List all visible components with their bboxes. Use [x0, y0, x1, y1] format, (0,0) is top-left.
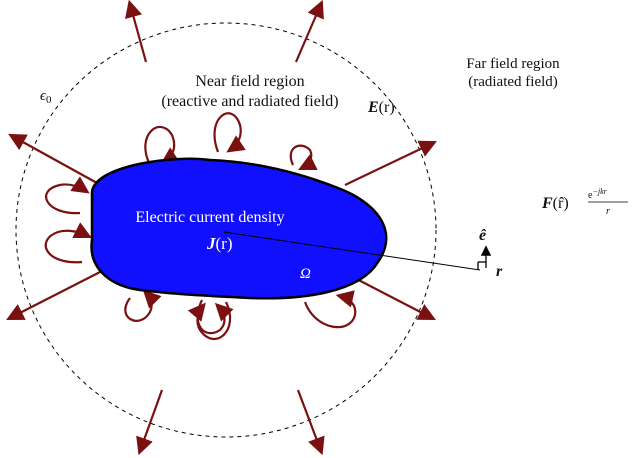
reactive-loop [187, 301, 232, 341]
reactive-loop [124, 289, 162, 322]
e-field-label: E(r) [367, 99, 395, 116]
omega-label: Ω [300, 266, 311, 282]
current-density-label: Electric current density [135, 209, 284, 226]
j-field-label: J(r) [206, 234, 232, 253]
radiating-arrow [125, 0, 148, 63]
local-frame [477, 245, 492, 270]
radiating-arrow [294, 0, 324, 63]
current-body [90, 157, 388, 300]
reactive-loop [45, 176, 90, 215]
near-field-label-line1: Near field region [195, 73, 304, 90]
radiating-arrow [6, 270, 103, 321]
epsilon-label: ϵ0 [40, 88, 52, 106]
far-field-formula: F(r̂) e−jkr r [541, 187, 628, 217]
svg-text:e−jkr: e−jkr [588, 187, 608, 201]
radiating-arrow [136, 389, 164, 456]
reactive-loop [289, 144, 318, 170]
radiating-arrow [344, 140, 437, 186]
svg-text:F(r̂): F(r̂) [541, 195, 569, 212]
radiating-arrow [8, 133, 98, 184]
reactive-loop [144, 125, 180, 166]
radiating-arrow [296, 389, 325, 456]
near-field-boundary [15, 22, 437, 438]
far-field-label-line1: Far field region [466, 56, 560, 72]
e-hat-label: ê [479, 227, 487, 244]
reactive-loop [303, 290, 357, 329]
reactive-loop [44, 222, 92, 264]
r-vector-line [223, 231, 481, 271]
reactive-loop [213, 112, 246, 153]
r-vector-label: r [496, 263, 503, 280]
near-field-label-line2: (reactive and radiated field) [161, 93, 338, 110]
reactive-loop [196, 299, 234, 335]
far-field-label-line2: (radiated field) [468, 74, 558, 90]
svg-text:r: r [606, 206, 610, 217]
